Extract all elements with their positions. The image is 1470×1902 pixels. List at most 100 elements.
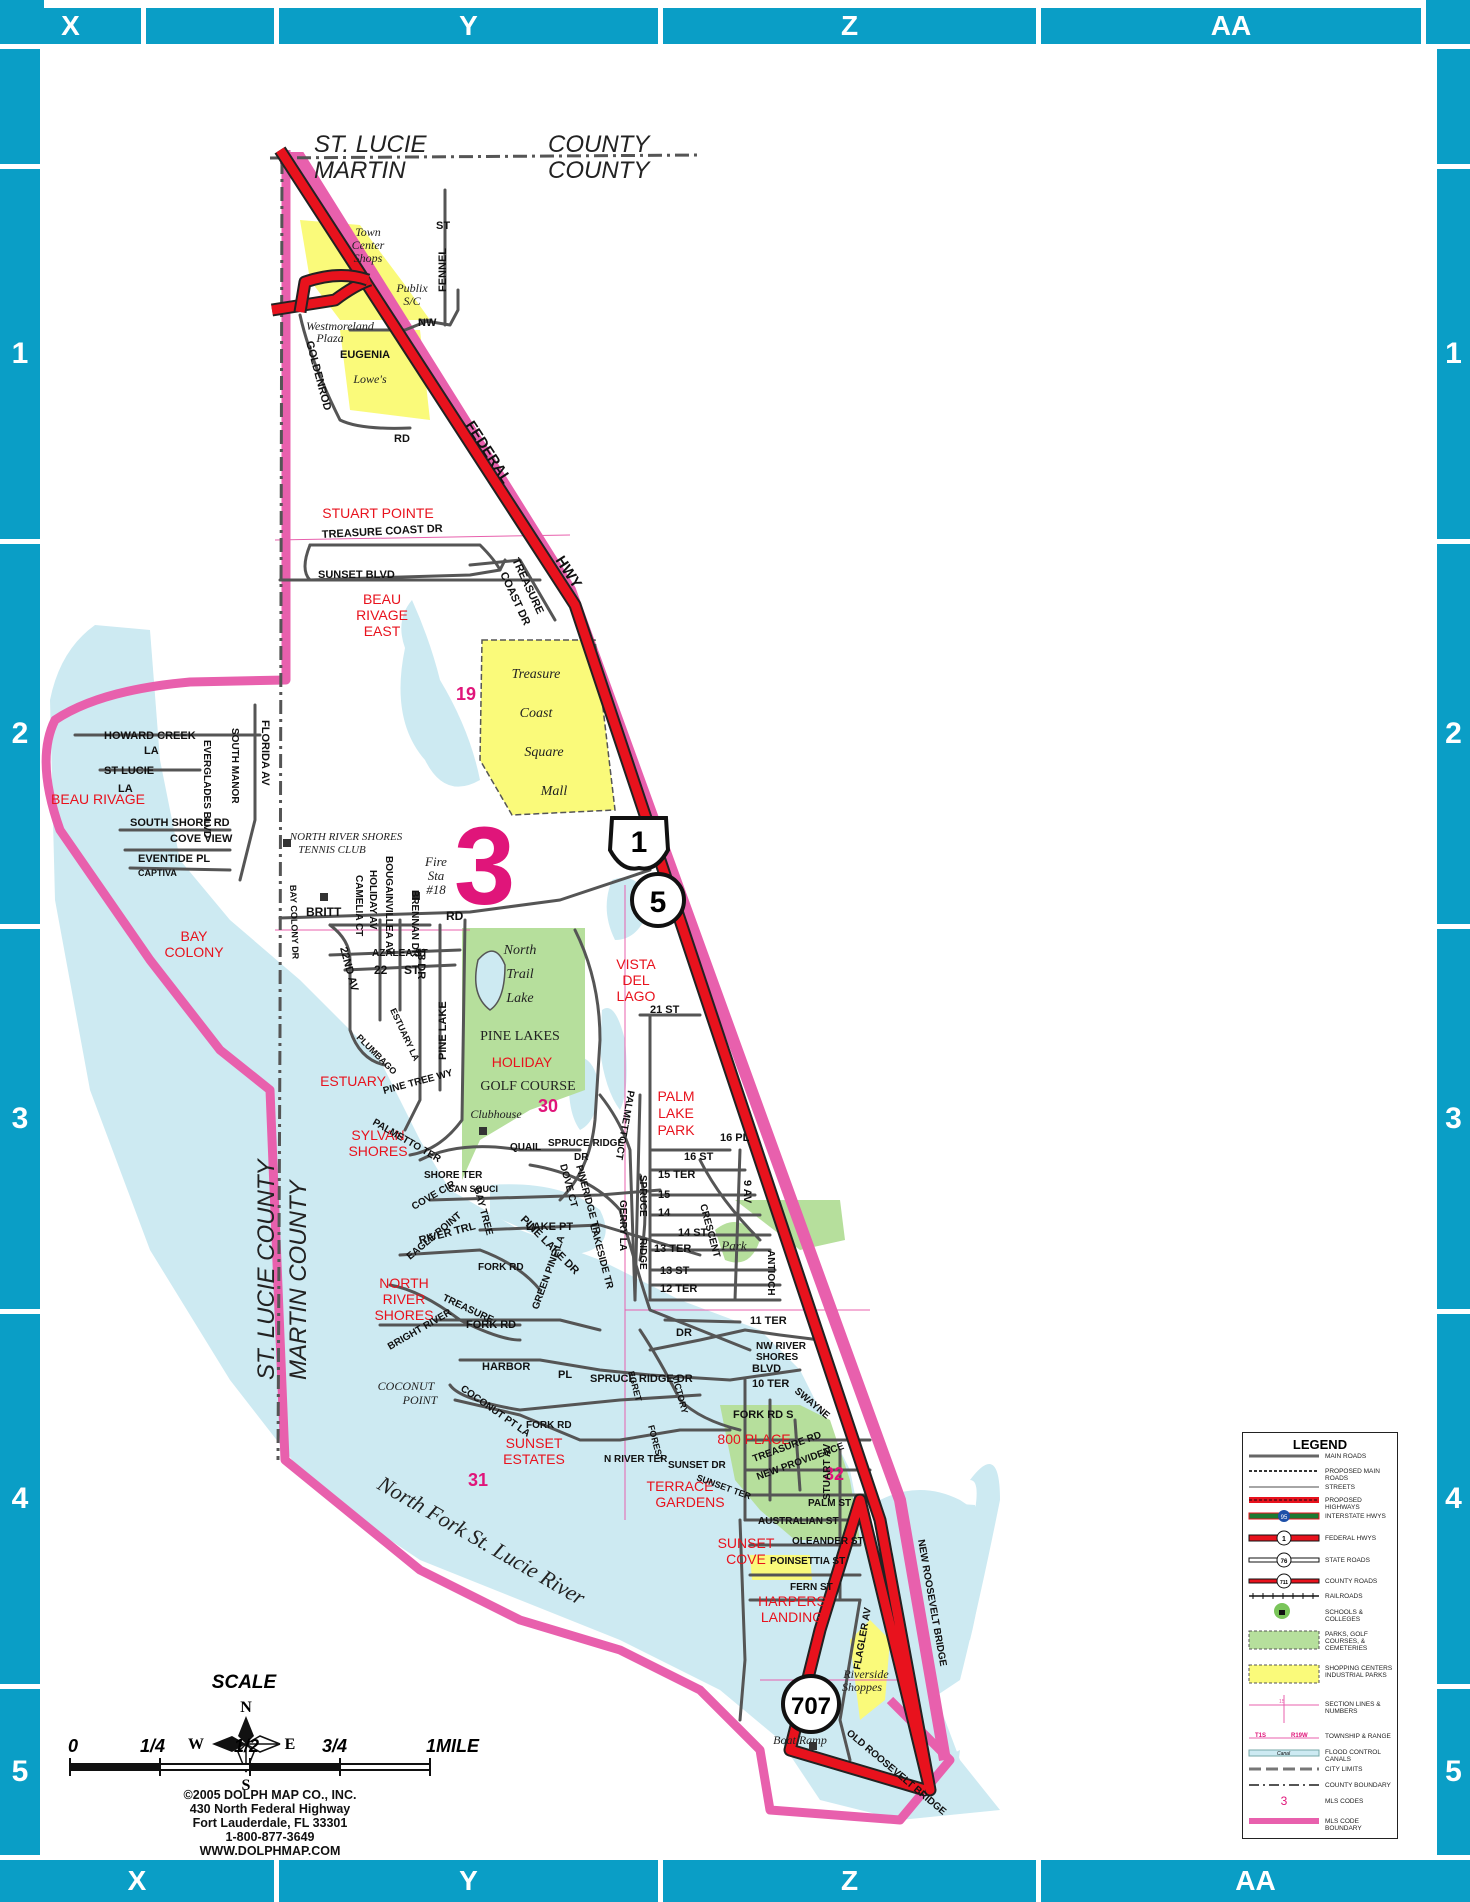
grid-col-aa-top: AA: [1041, 8, 1421, 44]
legend-township-label: T1S: [1255, 1733, 1266, 1739]
subdivision-label: SYLVAN: [351, 1127, 404, 1143]
street-label: BAY COLONY DR: [288, 885, 301, 960]
county-label: MARTIN: [314, 157, 406, 184]
grid-corner-tr: [1426, 0, 1470, 44]
place-label: COCONUT: [378, 1379, 436, 1393]
street-label: ST: [404, 963, 420, 977]
legend-item: PARKS, GOLF COURSES, & CEMETERIES: [1325, 1631, 1368, 1652]
grid-col-aa-bottom: AA: [1041, 1860, 1470, 1902]
credit-line: 1-800-877-3649: [225, 1830, 315, 1844]
compass-w: W: [188, 1736, 204, 1753]
subdivision-label: COVE: [726, 1551, 766, 1567]
us1-label: 1: [631, 826, 648, 859]
street-label: BRENNAN DR: [409, 890, 420, 958]
sr5-label: 5: [650, 886, 667, 919]
cr707-label: 707: [791, 1693, 831, 1720]
legend-item: TOWNSHIP & RANGE: [1325, 1733, 1391, 1740]
place-label: Square: [524, 745, 563, 760]
streets: [73, 188, 872, 1762]
legend-item: MLS CODE BOUNDARY: [1325, 1818, 1362, 1832]
subdivision-label: SUNSET: [506, 1435, 563, 1451]
subdivision-label: SHORES: [348, 1143, 407, 1159]
subdivision-label: PARK: [657, 1122, 695, 1138]
credit-line: WWW.DOLPHMAP.COM: [199, 1844, 341, 1858]
subdivision-label: VISTA: [616, 956, 656, 972]
place-label: NORTH RIVER SHORES: [289, 831, 403, 843]
scale-title: SCALE: [212, 1672, 278, 1693]
legend-i95-label: 95: [1281, 1515, 1288, 1521]
north-trail-lake: [475, 950, 506, 1011]
street-label: 16 PL: [720, 1132, 750, 1144]
grid-row-2-left: 2: [0, 544, 40, 924]
county-boundary-north: [269, 153, 701, 160]
grid-label: 1: [11, 337, 29, 370]
street-label: FORK RD: [466, 1319, 516, 1331]
grid-col-x-bottom: X: [0, 1860, 274, 1902]
legend-item: FEDERAL HWYS: [1325, 1535, 1377, 1542]
grid-row-3-left: 3: [0, 929, 40, 1309]
legend-item: PROPOSED MAIN ROADS: [1325, 1468, 1380, 1482]
street-label: FERN ST: [790, 1582, 833, 1593]
grid-row-5-left: 5: [0, 1689, 40, 1855]
scale-tick: 0: [68, 1736, 78, 1756]
place-label: Shops: [354, 251, 383, 265]
street-label: LAKE PT: [526, 1221, 573, 1233]
grid-row-5-right: 5: [1437, 1689, 1470, 1855]
street-label: NW: [418, 317, 437, 329]
legend-item: STATE ROADS: [1325, 1557, 1370, 1564]
grid-corner-tl: [0, 0, 44, 44]
grid-label: 2: [11, 717, 29, 750]
place-label: Publix: [395, 281, 428, 295]
place-label: Riverside: [842, 1667, 889, 1681]
place-label: Shoppes: [842, 1680, 882, 1694]
subdivision-label: ESTUARY: [320, 1073, 387, 1089]
subdivision-label: ESTATES: [503, 1451, 565, 1467]
federal-hwy: [270, 146, 937, 1797]
street-label: FORK RD S: [733, 1409, 794, 1421]
street-label: BRITT: [306, 905, 342, 919]
credit-line: 430 North Federal Highway: [189, 1802, 351, 1816]
legend-item: COUNTY ROADS: [1325, 1578, 1378, 1585]
grid-label: 1: [1445, 337, 1462, 370]
subdivision-label: COLONY: [164, 944, 224, 960]
grid-row-4-right: 4: [1437, 1314, 1470, 1684]
street-label: 14 ST: [678, 1227, 708, 1239]
place-label: Coast: [520, 706, 554, 721]
mls-code: 31: [468, 1470, 488, 1490]
grid-row-top-left: [0, 49, 40, 164]
place-label: POINT: [402, 1393, 439, 1407]
street-label: 21 ST: [650, 1004, 680, 1016]
street-label: DR: [676, 1327, 692, 1339]
street-label: ST: [436, 220, 450, 232]
street-label: HOLIDAY AV: [367, 870, 378, 930]
street-label: SPRUCE: [637, 1175, 648, 1217]
street-label: QUAIL: [510, 1142, 541, 1153]
mls-boundary: [41, 150, 955, 1825]
grid-label: 3: [1445, 1102, 1462, 1135]
subdivision-label: EAST: [364, 623, 401, 639]
mls-code: 32: [824, 1464, 844, 1484]
scale-tick: 1MILE: [426, 1736, 480, 1756]
mls-code: 3: [454, 805, 515, 928]
street-label: GOLDENROD: [303, 340, 333, 412]
legend-item: FLOOD CONTROL CANALS: [1325, 1749, 1381, 1763]
publisher-credits: ©2005 DOLPH MAP CO., INC. 430 North Fede…: [90, 1788, 450, 1858]
place-label: GOLF COURSE: [480, 1079, 575, 1094]
street-label: PL: [558, 1369, 572, 1381]
grid-label: Y: [459, 1865, 478, 1896]
street-label: SOUTH SHORE RD: [130, 817, 230, 829]
street-label: RD: [394, 433, 410, 445]
street-label: 18 DR: [415, 948, 427, 979]
legend-county-label: 711: [1280, 1580, 1288, 1586]
legend-item: COUNTY BOUNDARY: [1325, 1782, 1391, 1789]
grid-row-4-left: 4: [0, 1314, 40, 1684]
street-label: GERRY LA: [617, 1200, 628, 1251]
legend: LEGEND 95 1 76 711 15 T1S R19W Canal 3 M…: [1242, 1432, 1398, 1839]
street-label: STUART AV: [822, 1444, 833, 1500]
compass-e: E: [285, 1736, 296, 1753]
subdivision-label: GARDENS: [655, 1494, 724, 1510]
subdivision-label: 800 PLACE: [717, 1431, 790, 1447]
street-label: 22: [374, 963, 388, 977]
legend-item: MAIN ROADS: [1325, 1453, 1367, 1460]
